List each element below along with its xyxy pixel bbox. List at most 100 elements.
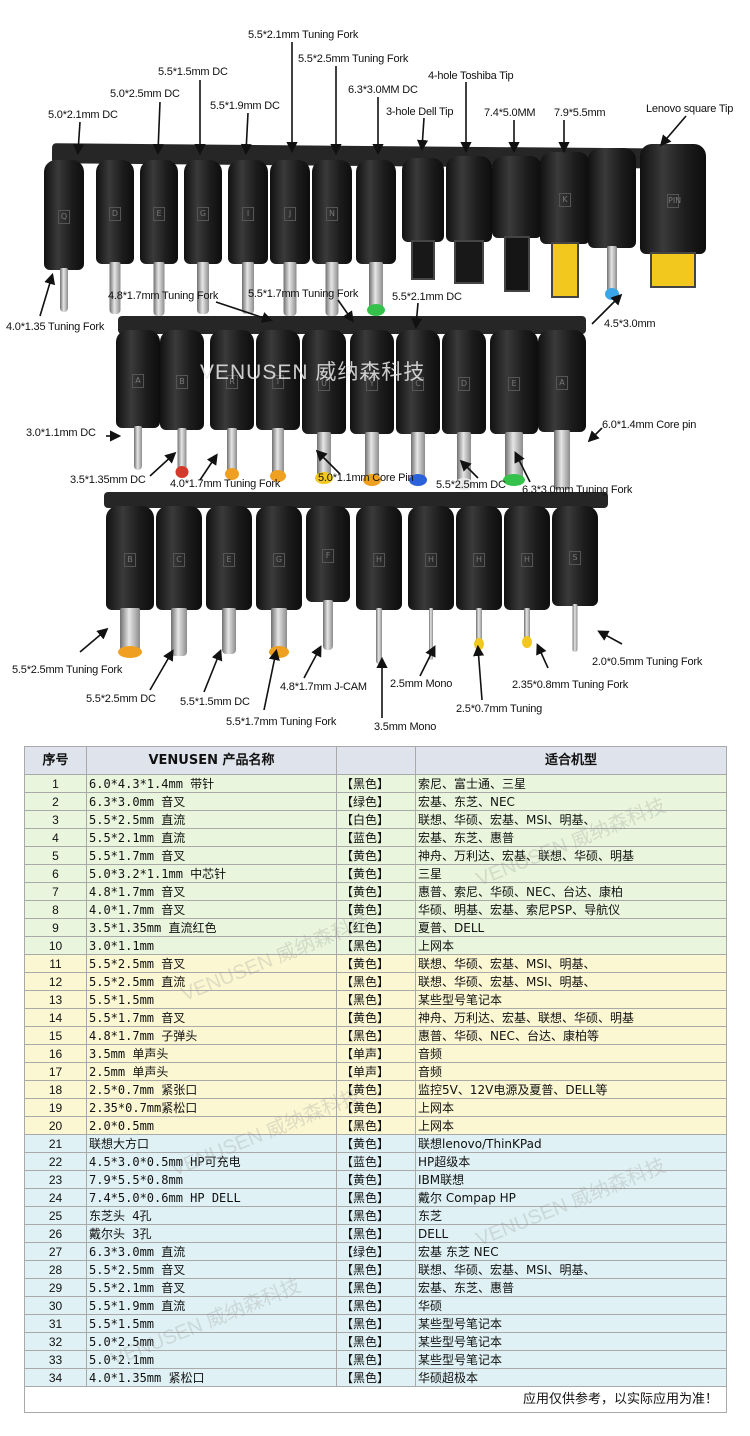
tip-row1	[356, 160, 396, 316]
product-name: 5.5*1.5mm	[86, 990, 337, 1009]
tip-row2: D	[442, 330, 486, 490]
row-number: 18	[24, 1080, 87, 1099]
tip-label: Lenovo square Tip	[646, 103, 734, 115]
label-arrow	[39, 272, 56, 317]
product-name: 5.5*1.7mm 音叉	[86, 1008, 337, 1027]
row-number: 10	[24, 936, 87, 955]
compatible-models: 宏基 东芝 NEC	[415, 1242, 727, 1261]
compatible-models: 华硕超极本	[415, 1368, 727, 1387]
compatible-models: 某些型号笔记本	[415, 1350, 727, 1369]
tip-row2: A	[116, 330, 160, 472]
product-color: 【黑色】	[336, 1206, 416, 1225]
product-color: 【黄色】	[336, 1170, 416, 1189]
tip-row3: H	[408, 506, 454, 662]
tip-label: 6.3*3.0mm Tuning Fork	[522, 484, 633, 496]
tip-letter: A	[132, 374, 144, 388]
tip-label: 4.5*3.0mm	[604, 318, 656, 330]
tip-row1: Q	[44, 160, 84, 314]
compatible-models: 联想、华硕、宏基、MSI、明基、	[415, 810, 727, 829]
product-name: 5.5*2.5mm 直流	[86, 972, 337, 991]
product-color: 【黑色】	[336, 1368, 416, 1387]
tip-letter: C	[173, 553, 185, 567]
compatible-models: 惠普、索尼、华硕、NEC、台达、康柏	[415, 882, 727, 901]
product-name: 6.3*3.0mm 音叉	[86, 792, 337, 811]
product-color: 【单声】	[336, 1044, 416, 1063]
label-arrow	[411, 302, 423, 330]
compatible-models: 某些型号笔记本	[415, 990, 727, 1009]
dell-3-hole-tip	[402, 158, 444, 280]
photo-watermark: VENUSEN 威纳森科技	[200, 361, 426, 384]
tip-row3: S	[552, 506, 598, 654]
product-color: 【绿色】	[336, 1242, 416, 1261]
product-name: 5.5*2.5mm 音叉	[86, 954, 337, 973]
compatible-models: 音频	[415, 1044, 727, 1063]
compatible-models: HP超级本	[415, 1152, 727, 1171]
row-number: 9	[24, 918, 87, 937]
tip-row1: G	[184, 160, 222, 316]
tip-letter: E	[153, 207, 165, 221]
tip-row3: H	[504, 506, 550, 648]
tip-letter: D	[458, 377, 470, 391]
product-name: 7.4*5.0*0.6mm HP DELL	[86, 1188, 337, 1207]
tip-strip-row3	[104, 492, 608, 508]
compatible-models: 联想、华硕、宏基、MSI、明基、	[415, 1260, 727, 1279]
product-name: 5.5*2.5mm 音叉	[86, 1260, 337, 1279]
product-name: 5.0*2.5mm	[86, 1332, 337, 1351]
tip-row2: B	[160, 330, 204, 478]
compatible-models: 联想、华硕、宏基、MSI、明基、	[415, 954, 727, 973]
row-number: 11	[24, 954, 87, 973]
tip-7-4-5-0	[492, 156, 542, 292]
tip-label: 4.0*1.35 Tuning Fork	[6, 321, 105, 333]
footnote: 应用仅供参考，以实际应用为准！	[24, 1386, 727, 1413]
row-number: 22	[24, 1152, 87, 1171]
compatible-models: 索尼、富士通、三星	[415, 774, 727, 793]
product-color: 【黄色】	[336, 954, 416, 973]
tip-letter: S	[569, 551, 581, 565]
tip-letter: PIN	[667, 194, 681, 208]
row-number: 5	[24, 846, 87, 865]
row-number: 21	[24, 1134, 87, 1153]
tip-row1: D	[96, 160, 134, 316]
tip-letter: G	[197, 207, 209, 221]
product-color: 【红色】	[336, 918, 416, 937]
compatible-models: 联想、华硕、宏基、MSI、明基、	[415, 972, 727, 991]
compatible-models: 上网本	[415, 1116, 727, 1135]
footnote-row: 应用仅供参考，以实际应用为准！	[24, 1386, 727, 1413]
tip-row3: C	[156, 506, 202, 658]
tip-label: 5.5*1.5mm DC	[158, 66, 228, 78]
row-number: 25	[24, 1206, 87, 1225]
product-color: 【蓝色】	[336, 828, 416, 847]
tip-label: 7.9*5.5mm	[554, 107, 606, 119]
product-color: 【黑色】	[336, 1026, 416, 1045]
compatible-models: 华硕、明基、宏基、索尼PSP、导航仪	[415, 900, 727, 919]
product-name: 5.5*1.7mm 音叉	[86, 846, 337, 865]
product-name: 4.8*1.7mm 子弹头	[86, 1026, 337, 1045]
tip-row2: T	[256, 330, 300, 482]
product-color: 【黑色】	[336, 936, 416, 955]
row-number: 32	[24, 1332, 87, 1351]
compatible-models: 宏基、东芝、NEC	[415, 792, 727, 811]
product-color: 【黄色】	[336, 1134, 416, 1153]
tip-label: 6.0*1.4mm Core pin	[602, 419, 697, 431]
row-number: 3	[24, 810, 87, 829]
tip-row2: U	[302, 330, 346, 484]
product-name: 5.5*1.5mm	[86, 1314, 337, 1333]
tip-label: 3.0*1.1mm DC	[26, 427, 96, 439]
tip-letter: U	[318, 377, 330, 391]
product-name: 4.0*1.7mm 音叉	[86, 900, 337, 919]
product-color: 【黑色】	[336, 1278, 416, 1297]
product-color: 【黄色】	[336, 900, 416, 919]
tip-row2: C	[396, 330, 440, 486]
tip-row2: E	[490, 330, 538, 486]
product-name: 2.0*0.5mm	[86, 1116, 337, 1135]
tip-label: 3.5mm Mono	[374, 721, 437, 733]
tip-letter: F	[322, 549, 334, 563]
